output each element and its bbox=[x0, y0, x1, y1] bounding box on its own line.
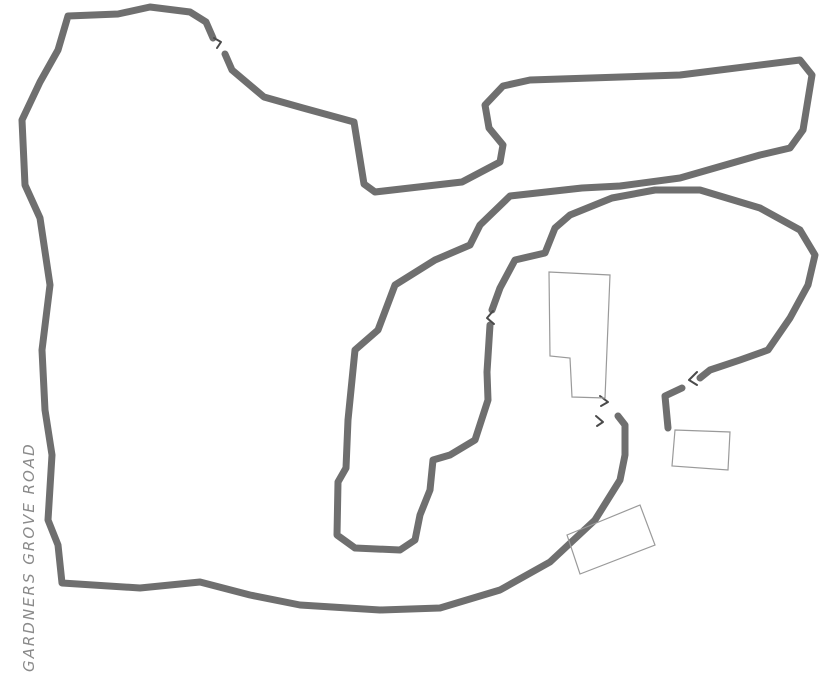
building-central bbox=[548, 271, 611, 399]
track-inner-loop bbox=[488, 186, 819, 382]
track-outer-loop bbox=[18, 3, 629, 614]
track-east-loop bbox=[221, 50, 816, 554]
building-south bbox=[566, 504, 656, 575]
track-stub bbox=[661, 384, 686, 432]
direction-marker-east bbox=[688, 371, 698, 386]
direction-marker-inner bbox=[486, 310, 495, 325]
direction-marker-top bbox=[213, 37, 222, 49]
direction-marker-south-lower bbox=[595, 415, 604, 427]
road-label: GARDNERS GROVE ROAD bbox=[20, 442, 38, 672]
building-east bbox=[671, 429, 731, 471]
